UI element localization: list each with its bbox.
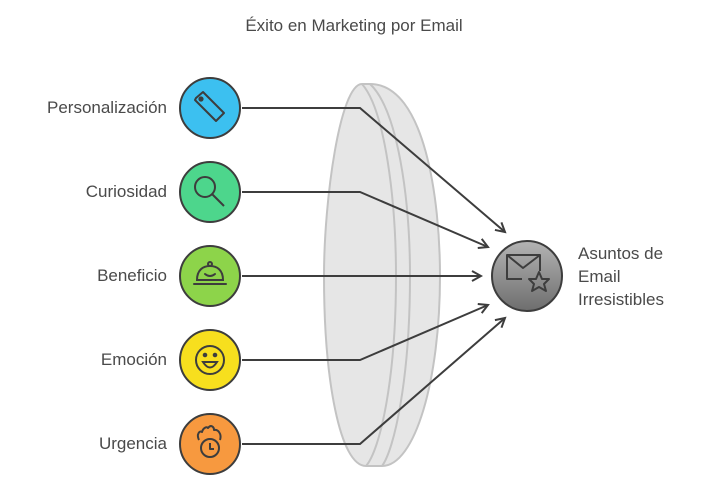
connectors [242, 107, 505, 445]
cloche-icon [193, 261, 227, 285]
envelope-star-icon [506, 254, 550, 292]
factor-label-curiosidad: Curiosidad [85, 182, 167, 201]
hub-label-line-2: Email [578, 267, 621, 286]
smiley-icon [195, 345, 225, 375]
hub-node [491, 240, 563, 312]
factor-label-emocion: Emoción [100, 350, 167, 369]
hub-label-line-1: Asuntos de [578, 244, 664, 263]
magnifier-icon [194, 176, 225, 207]
factor-label-beneficio: Beneficio [97, 266, 167, 285]
factor-node-beneficio [179, 245, 241, 307]
tag-icon [194, 91, 225, 122]
factor-label-urgencia: Urgencia [98, 434, 167, 453]
factor-node-personalizacion [179, 77, 241, 139]
hub-label: Asuntos de Email Irresistibles [578, 242, 664, 311]
factor-node-emocion [179, 329, 241, 391]
factor-node-urgencia [179, 413, 241, 475]
factor-node-curiosidad [179, 161, 241, 223]
factor-label-personalizacion: Personalización [46, 98, 167, 117]
fire-clock-icon [196, 425, 222, 458]
diagram-title: Éxito en Marketing por Email [245, 16, 463, 35]
hub-label-line-3: Irresistibles [578, 290, 664, 309]
